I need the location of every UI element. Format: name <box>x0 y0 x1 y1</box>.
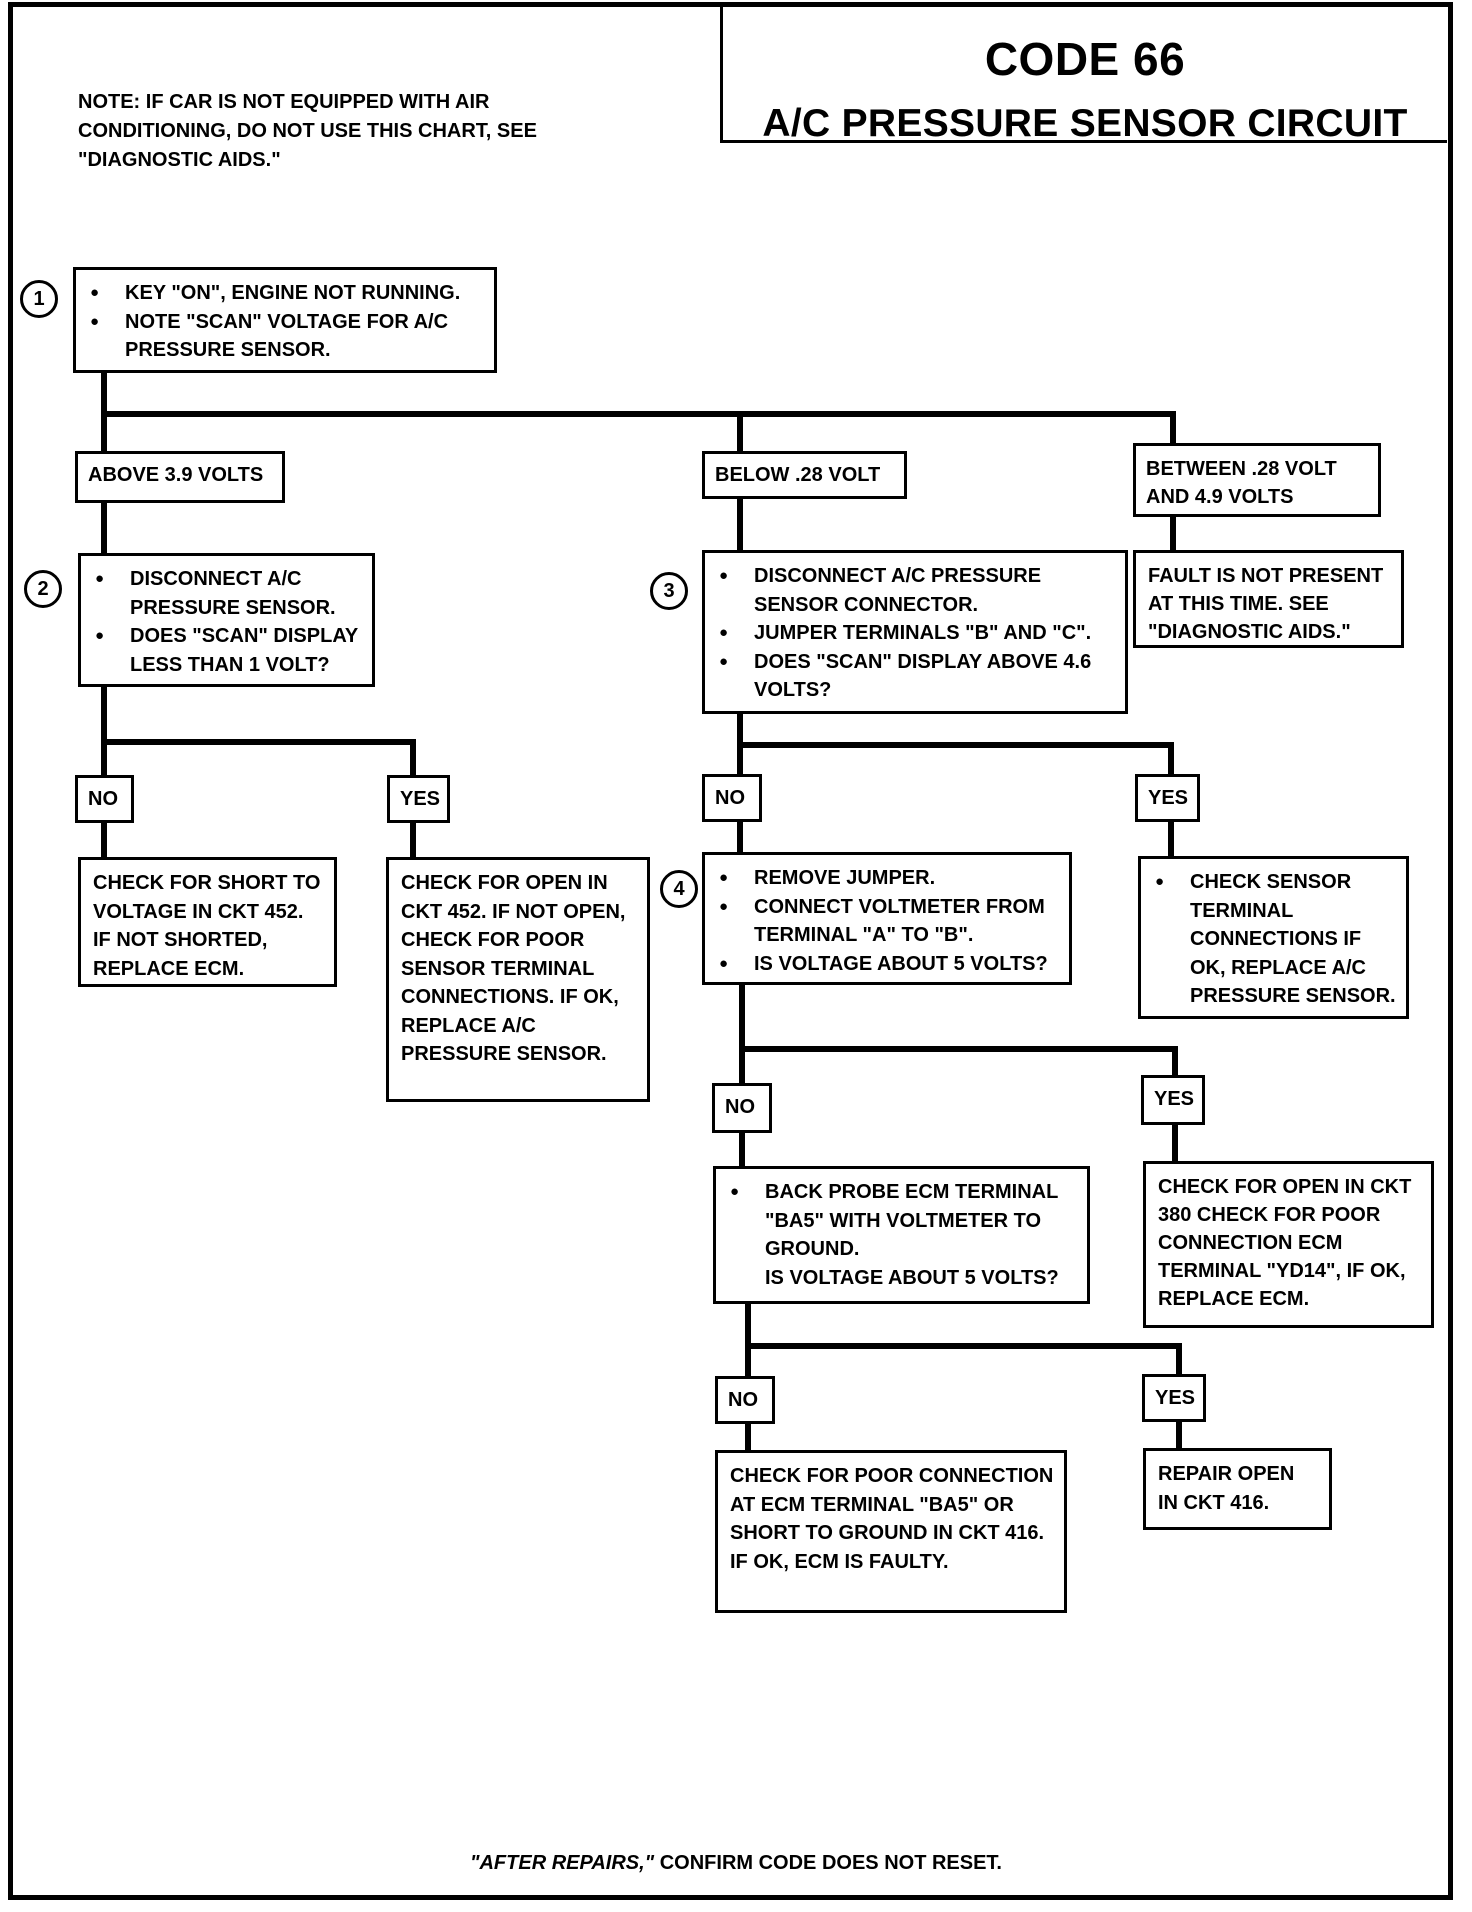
step2-yes-label: YES <box>387 775 450 823</box>
back-probe-item: IS VOLTAGE ABOUT 5 VOLTS? <box>765 1266 1059 1289</box>
connector-step2-branches <box>101 682 416 778</box>
step1-item: KEY "ON", ENGINE NOT RUNNING. <box>88 279 484 308</box>
circuit-title: A/C PRESSURE SENSOR CIRCUIT <box>762 102 1408 145</box>
step4-yes-label: YES <box>1141 1075 1205 1125</box>
back-probe-box: BACK PROBE ECM TERMINAL "BA5" WITH VOLTM… <box>713 1166 1090 1304</box>
step-4-marker: 4 <box>660 870 698 908</box>
step3-item: JUMPER TERMINALS "B" AND "C". <box>717 619 1115 648</box>
open-ckt452-box: CHECK FOR OPEN IN CKT 452. IF NOT OPEN, … <box>386 857 650 1102</box>
connector-step4-branches <box>739 980 1178 1086</box>
step4-item: IS VOLTAGE ABOUT 5 VOLTS? <box>717 950 1059 979</box>
step4-item: REMOVE JUMPER. <box>717 864 1059 893</box>
below-028-volt-label: BELOW .28 VOLT <box>702 451 907 499</box>
step-3-marker: 3 <box>650 572 688 610</box>
step3-box: DISCONNECT A/C PRESSURE SENSOR CONNECTOR… <box>702 550 1128 714</box>
step3-no-label: NO <box>702 774 762 822</box>
step2-item: DISCONNECT A/C PRESSURE SENSOR. <box>93 565 362 622</box>
step1-box: KEY "ON", ENGINE NOT RUNNING. NOTE "SCAN… <box>73 267 497 373</box>
poor-connection-box: CHECK FOR POOR CONNECTION AT ECM TERMINA… <box>715 1450 1067 1613</box>
step4-box: REMOVE JUMPER. CONNECT VOLTMETER FROM TE… <box>702 852 1072 985</box>
step3-item: DISCONNECT A/C PRESSURE SENSOR CONNECTOR… <box>717 562 1115 619</box>
note-text: NOTE: IF CAR IS NOT EQUIPPED WITH AIR CO… <box>78 91 537 171</box>
backprobe-yes-label: YES <box>1142 1374 1206 1422</box>
repair-open-ckt416-box: REPAIR OPEN IN CKT 416. <box>1143 1448 1332 1530</box>
above-3-9-volts-label: ABOVE 3.9 VOLTS <box>75 451 285 503</box>
after-repairs-emphasis: "AFTER REPAIRS," <box>470 1852 655 1874</box>
step4-item: CONNECT VOLTMETER FROM TERMINAL "A" TO "… <box>717 893 1059 950</box>
check-sensor-box: CHECK SENSOR TERMINAL CONNECTIONS IF OK,… <box>1138 856 1409 1019</box>
footer-text: CONFIRM CODE DOES NOT RESET. <box>659 1852 1002 1874</box>
step2-box: DISCONNECT A/C PRESSURE SENSOR. DOES "SC… <box>78 553 375 687</box>
connector-step3-branches <box>737 709 1174 777</box>
check-sensor-item: CHECK SENSOR TERMINAL CONNECTIONS IF OK,… <box>1153 868 1396 1011</box>
title-block: CODE 66 A/C PRESSURE SENSOR CIRCUIT <box>720 2 1447 145</box>
short-ckt452-box: CHECK FOR SHORT TO VOLTAGE IN CKT 452. I… <box>78 857 337 987</box>
step3-yes-label: YES <box>1135 774 1200 822</box>
step-1-marker: 1 <box>20 280 58 318</box>
fault-not-present-box: FAULT IS NOT PRESENT AT THIS TIME. SEE "… <box>1133 550 1404 648</box>
code-title: CODE 66 <box>984 33 1186 85</box>
back-probe-item: BACK PROBE ECM TERMINAL "BA5" WITH VOLTM… <box>728 1178 1077 1264</box>
step1-item: NOTE "SCAN" VOLTAGE FOR A/C PRESSURE SEN… <box>88 308 484 365</box>
step2-item: DOES "SCAN" DISPLAY LESS THAN 1 VOLT? <box>93 622 362 679</box>
connector-backprobe-branches <box>745 1299 1182 1379</box>
connector-step1-branches <box>101 368 1176 454</box>
step3-item: DOES "SCAN" DISPLAY ABOVE 4.6 VOLTS? <box>717 648 1115 705</box>
step-2-marker: 2 <box>24 570 62 608</box>
backprobe-no-label: NO <box>715 1376 775 1424</box>
footer-note: "AFTER REPAIRS," CONFIRM CODE DOES NOT R… <box>0 1852 1472 1875</box>
open-ckt380-box: CHECK FOR OPEN IN CKT 380 CHECK FOR POOR… <box>1143 1161 1434 1328</box>
step4-no-label: NO <box>712 1083 772 1133</box>
between-volts-label: BETWEEN .28 VOLT AND 4.9 VOLTS <box>1133 443 1381 517</box>
step2-no-label: NO <box>75 775 134 823</box>
page-frame <box>8 2 1453 1900</box>
